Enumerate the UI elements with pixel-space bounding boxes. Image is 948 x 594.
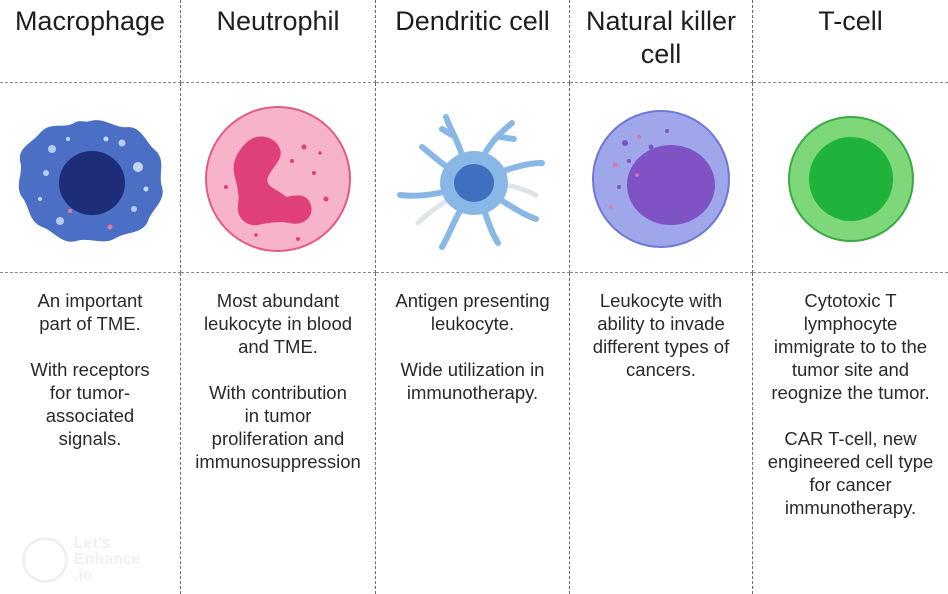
description-paragraph: CAR T-cell, new engineered cell type for… — [767, 428, 934, 518]
description-paragraph: Antigen presenting leukocyte. — [395, 290, 550, 334]
description-paragraph: An important part of TME. — [37, 290, 143, 334]
macrophage-illustration — [0, 83, 181, 273]
column-title-natural-killer-cell: Natural killer cell — [570, 0, 753, 83]
t-cell-icon — [787, 115, 914, 242]
description-paragraph: Most abundant leukocyte in blood and TME… — [203, 290, 353, 357]
description-macrophage: An important part of TME. With receptors… — [0, 273, 181, 594]
watermark: Let's Enhance .io — [22, 536, 141, 584]
column-title-t-cell: T-cell — [753, 0, 948, 83]
natural-killer-cell-illustration — [570, 83, 753, 273]
lets-enhance-logo-icon — [22, 537, 68, 583]
neutrophil-illustration — [181, 83, 376, 273]
description-paragraph: With receptors for tumor- associated sig… — [30, 359, 150, 449]
column-title-neutrophil: Neutrophil — [181, 0, 376, 83]
column-title-macrophage: Macrophage — [0, 0, 181, 83]
column-title-dendritic-cell: Dendritic cell — [376, 0, 570, 83]
description-natural-killer-cell: Leukocyte with ability to invade differe… — [570, 273, 753, 594]
natural-killer-cell-icon — [592, 109, 730, 248]
description-paragraph: With contribution in tumor proliferation… — [195, 382, 361, 472]
description-paragraph: Wide utilization in immunotherapy. — [400, 359, 545, 403]
dendritic-cell-illustration — [376, 83, 570, 273]
description-neutrophil: Most abundant leukocyte in blood and TME… — [181, 273, 376, 594]
description-paragraph: Cytotoxic T lymphocyte immigrate to to t… — [771, 290, 930, 403]
neutrophil-cell-icon — [205, 105, 351, 252]
macrophage-cell-icon — [18, 119, 163, 242]
watermark-text: Let's Enhance .io — [74, 535, 141, 584]
description-t-cell: Cytotoxic T lymphocyte immigrate to to t… — [753, 273, 948, 594]
description-paragraph: Leukocyte with ability to invade differe… — [592, 290, 730, 380]
dendritic-cell-icon — [396, 113, 545, 250]
description-dendritic-cell: Antigen presenting leukocyte. Wide utili… — [376, 273, 570, 594]
t-cell-illustration — [753, 83, 948, 273]
